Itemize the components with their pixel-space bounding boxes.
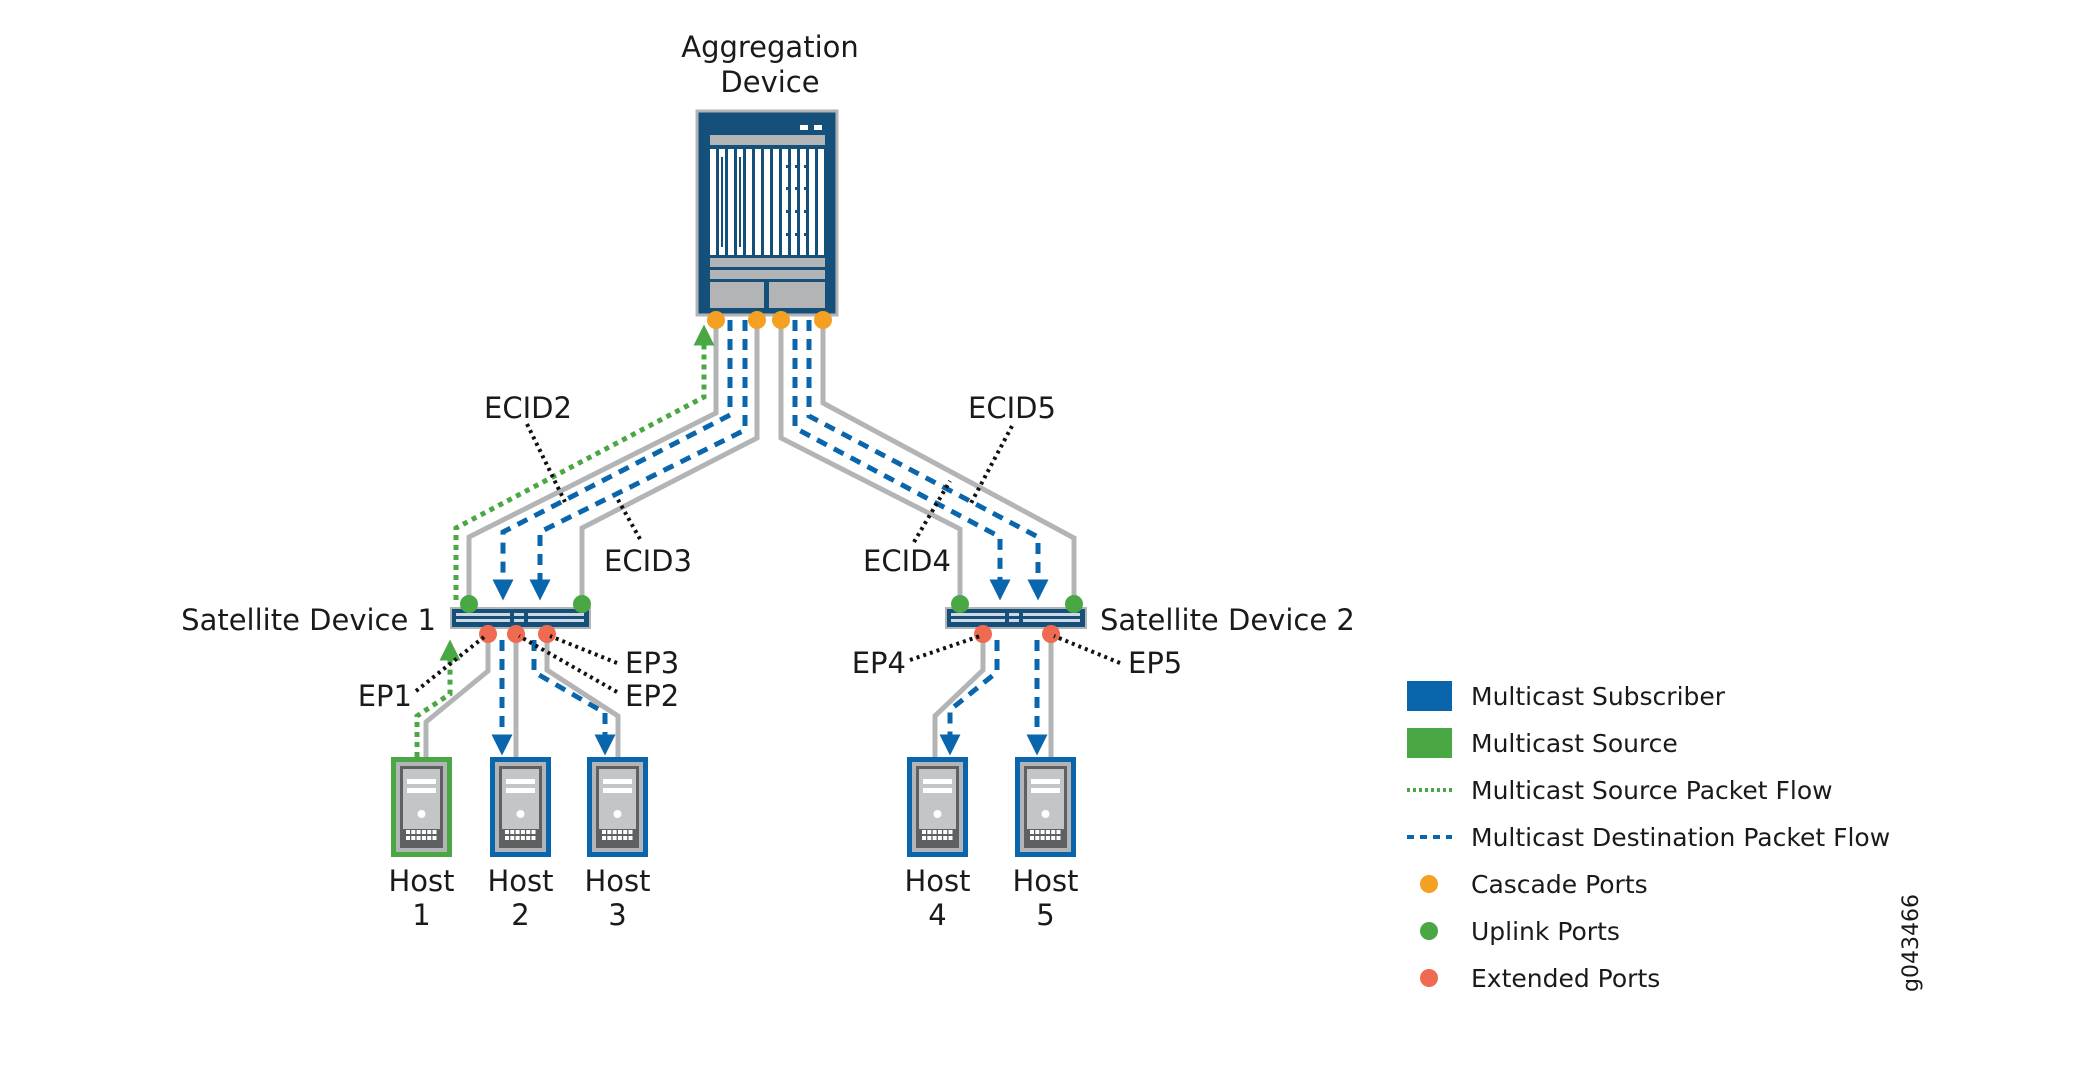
ep2-label: EP2 bbox=[625, 679, 679, 713]
cascade-port bbox=[772, 311, 790, 329]
aggregation-device-subtitle: Device bbox=[720, 65, 819, 99]
host-label: Host bbox=[1012, 864, 1078, 898]
host-5[interactable] bbox=[1015, 757, 1076, 857]
legend-item: Multicast Source Packet Flow bbox=[1407, 776, 1833, 805]
physical-links bbox=[423, 320, 1077, 757]
cascade-port bbox=[814, 311, 832, 329]
host-label: Host bbox=[584, 864, 650, 898]
legend-label: Multicast Source Packet Flow bbox=[1471, 776, 1833, 805]
leader-ep1 bbox=[414, 635, 486, 693]
host-2[interactable] bbox=[490, 757, 551, 857]
satellite-device-2[interactable] bbox=[945, 607, 1087, 629]
satellite-device-1-label: Satellite Device 1 bbox=[181, 603, 436, 637]
callout-leaders bbox=[414, 423, 1121, 694]
satellite-device-2-label: Satellite Device 2 bbox=[1100, 603, 1355, 637]
leader-ep3 bbox=[549, 634, 618, 665]
extended-port-ep3 bbox=[538, 625, 556, 643]
source-flow bbox=[414, 324, 715, 757]
legend-label: Cascade Ports bbox=[1471, 870, 1648, 899]
legend-label: Uplink Ports bbox=[1471, 917, 1620, 946]
link-ad-sd1-inner bbox=[579, 320, 760, 604]
legend-swatch bbox=[1407, 681, 1452, 711]
ep1-label: EP1 bbox=[358, 679, 412, 713]
legend-swatch bbox=[1407, 728, 1452, 758]
host-4[interactable] bbox=[907, 757, 968, 857]
ep3-label: EP3 bbox=[625, 646, 679, 680]
destination-flows bbox=[491, 320, 1049, 756]
leader-ep2 bbox=[518, 634, 618, 694]
legend-item: Multicast Subscriber bbox=[1407, 681, 1726, 711]
host-label: Host bbox=[904, 864, 970, 898]
legend-item: Extended Ports bbox=[1420, 964, 1660, 993]
flow-source-host1-to-sd1 bbox=[414, 639, 461, 757]
cascade-port bbox=[707, 311, 725, 329]
link-ep1-host1 bbox=[423, 634, 491, 757]
legend-item: Multicast Source bbox=[1407, 728, 1678, 758]
uplink-port bbox=[1065, 595, 1083, 613]
ecid4-label: ECID4 bbox=[863, 544, 951, 578]
leader-ecid3 bbox=[615, 497, 642, 540]
ep4-label: EP4 bbox=[852, 646, 906, 680]
ecid3-label: ECID3 bbox=[604, 544, 692, 578]
uplink-port bbox=[460, 595, 478, 613]
link-ad-sd2-inner bbox=[778, 320, 963, 604]
flow-ecid5 bbox=[806, 320, 1049, 601]
link-ad-sd1-outer bbox=[466, 320, 719, 604]
ecid2-label: ECID2 bbox=[484, 391, 572, 425]
uplink-port bbox=[573, 595, 591, 613]
aggregation-device[interactable] bbox=[695, 109, 839, 317]
host-label: Host bbox=[487, 864, 553, 898]
legend-item: Multicast Destination Packet Flow bbox=[1407, 823, 1890, 852]
ecid5-label: ECID5 bbox=[968, 391, 1056, 425]
legend-dot bbox=[1420, 875, 1438, 893]
flow-ecid3 bbox=[529, 320, 748, 601]
cascade-ports bbox=[707, 311, 832, 329]
figure-id: g043466 bbox=[1899, 894, 1924, 992]
host-label: Host bbox=[388, 864, 454, 898]
uplink-ports bbox=[460, 595, 1083, 613]
link-ad-sd2-outer bbox=[820, 320, 1077, 604]
aggregation-device-title: Aggregation bbox=[681, 30, 859, 64]
leader-ep5 bbox=[1053, 634, 1121, 665]
extended-port-ep1 bbox=[479, 625, 497, 643]
leader-ecid5 bbox=[968, 425, 1014, 506]
legend-dot bbox=[1420, 969, 1438, 987]
flow-host4 bbox=[939, 640, 1000, 756]
extended-port-ep5 bbox=[1042, 625, 1060, 643]
extended-port-ep4 bbox=[974, 625, 992, 643]
leader-ep4 bbox=[909, 634, 981, 662]
host-1[interactable] bbox=[391, 757, 452, 857]
cascade-port bbox=[748, 311, 766, 329]
leader-ecid2 bbox=[525, 423, 567, 503]
flow-ecid2 bbox=[492, 320, 733, 601]
ep5-label: EP5 bbox=[1128, 646, 1182, 680]
satellite-device-1[interactable] bbox=[450, 607, 591, 629]
legend-dot bbox=[1420, 922, 1438, 940]
host-number: 4 bbox=[928, 898, 946, 932]
host-number: 3 bbox=[608, 898, 626, 932]
link-ep3-host3 bbox=[544, 634, 621, 757]
legend-item: Uplink Ports bbox=[1420, 917, 1620, 946]
uplink-port bbox=[951, 595, 969, 613]
host-number: 5 bbox=[1036, 898, 1054, 932]
link-ep4-host4 bbox=[932, 634, 986, 757]
legend-label: Extended Ports bbox=[1471, 964, 1660, 993]
flow-source-sd1-to-ad bbox=[453, 324, 715, 600]
extended-port-ep2 bbox=[507, 625, 525, 643]
leader-ecid4 bbox=[912, 479, 952, 544]
flow-ecid4 bbox=[792, 320, 1011, 601]
legend-label: Multicast Destination Packet Flow bbox=[1471, 823, 1890, 852]
host-number: 2 bbox=[511, 898, 529, 932]
legend-label: Multicast Subscriber bbox=[1471, 682, 1726, 711]
host-number: 1 bbox=[412, 898, 430, 932]
host-3[interactable] bbox=[587, 757, 648, 857]
legend-item: Cascade Ports bbox=[1420, 870, 1648, 899]
legend-label: Multicast Source bbox=[1471, 729, 1678, 758]
